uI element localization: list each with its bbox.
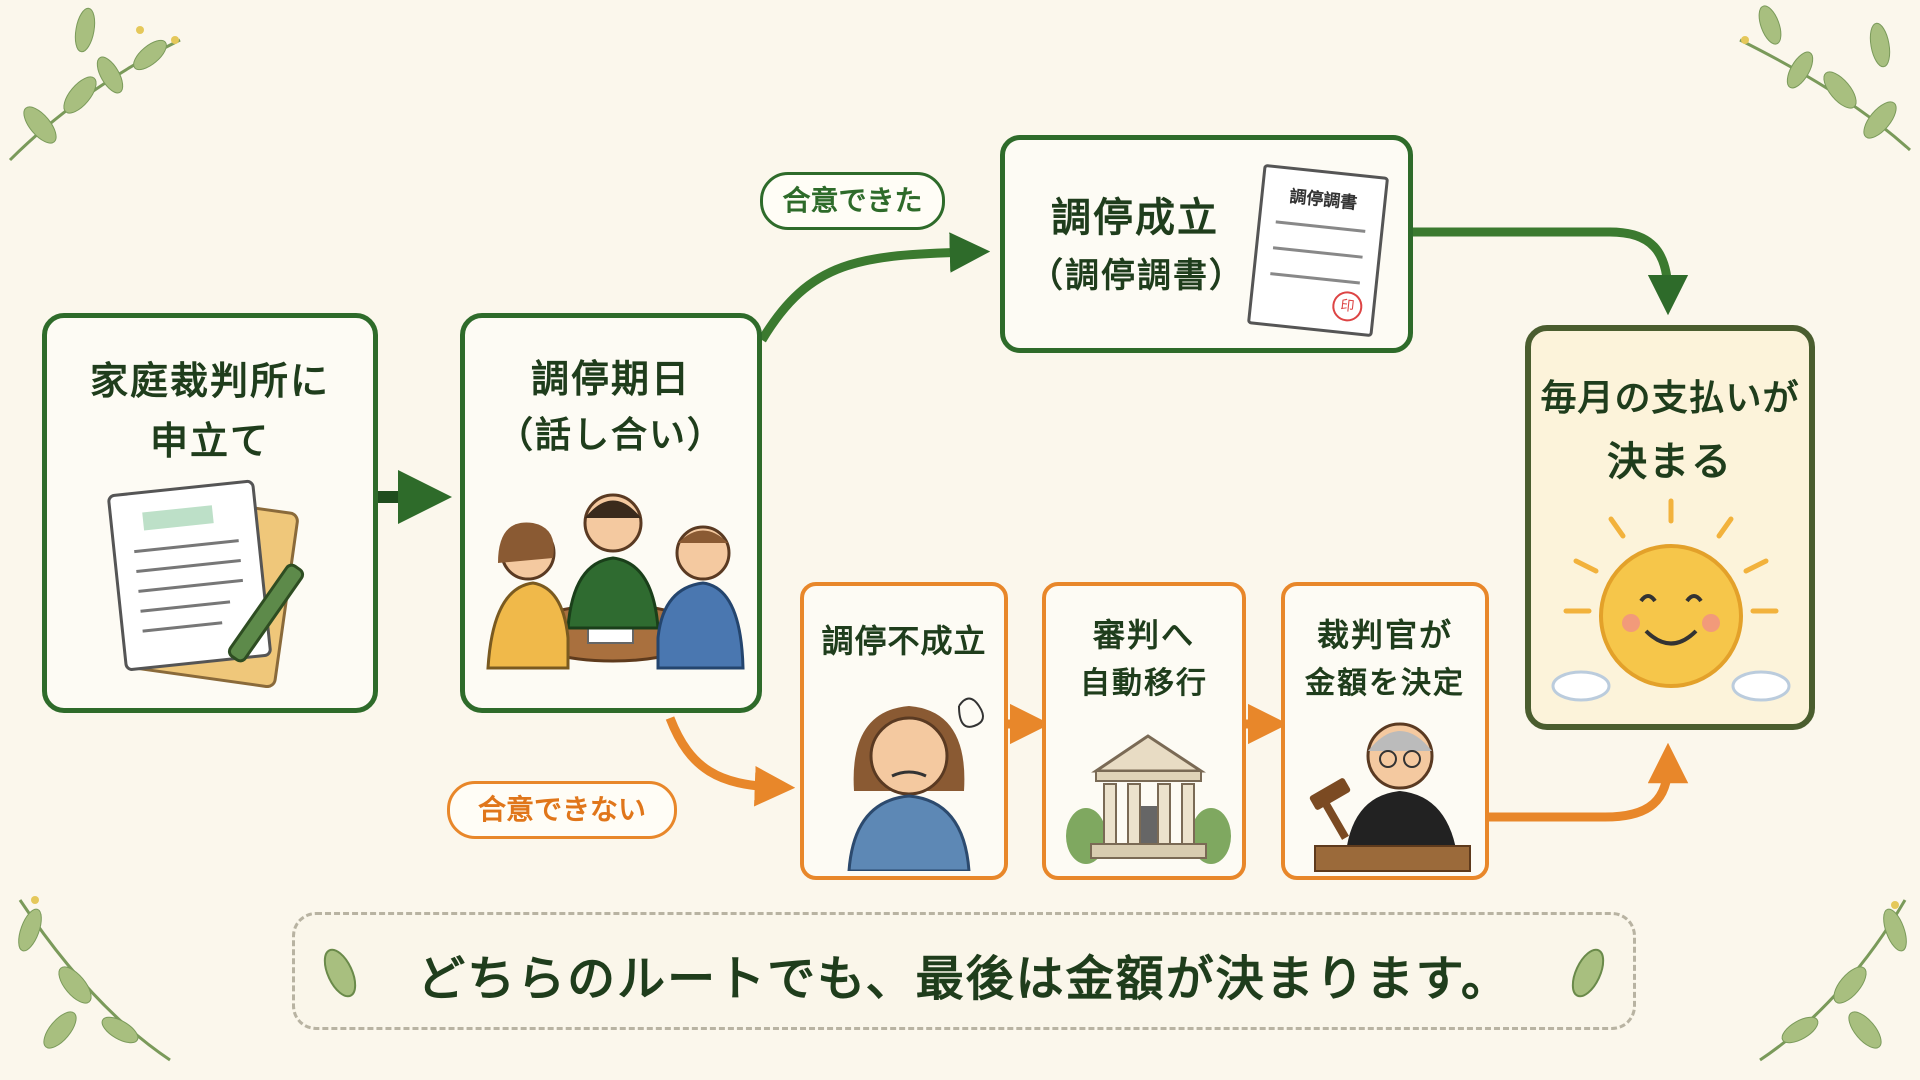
leaf-icon [1571,948,1605,998]
leaf-branch-icon [8,7,181,162]
mediation-document-icon: 調停調書 印 [1246,163,1390,338]
arrow-session-to-failure [665,716,796,807]
judge-gavel-icon [1309,722,1471,872]
arrow-success-to-result [1413,227,1689,316]
result-title-line2: 決まる [1607,439,1733,485]
step-result-card: 毎月の支払いが 決まる [1525,325,1815,730]
leaf-branch-icon [18,896,171,1062]
leaf-branch-icon [1739,5,1912,152]
step-session-card: 調停期日 （話し合い） [460,313,762,713]
judge-title-line2: 金額を決定 [1305,666,1465,701]
arrow-session-to-success [758,232,991,343]
not-agreed-label: 合意できない [447,781,677,839]
petition-title-line2: 申立て [149,419,270,463]
result-title-line1: 毎月の支払いが [1540,378,1800,419]
failure-title: 調停不成立 [821,622,987,660]
judge-title-line1: 裁判官が [1316,616,1453,654]
meeting-people-icon [486,493,745,670]
step-petition-card: 家庭裁判所に 申立て [42,313,378,713]
document-line [1275,220,1366,233]
agreed-label: 合意できた [760,172,945,230]
step-failure-card: 調停不成立 [800,582,1008,880]
document-pen-icon [107,479,305,688]
transition-title-line1: 審判へ [1092,616,1195,654]
leaf-icon [323,948,357,998]
petition-title-line1: 家庭裁判所に [89,359,330,403]
success-title-line1: 調停成立 [1051,195,1219,241]
leaf-branch-icon [1759,899,1907,1062]
worried-person-icon [847,697,984,871]
footer-banner: どちらのルートでも、最後は金額が決まります。 [292,912,1636,1030]
session-title-line1: 調停期日 [530,357,691,401]
transition-title-line2: 自動移行 [1080,666,1208,701]
document-line [1272,246,1363,259]
footer-message: どちらのルートでも、最後は金額が決まります。 [417,951,1511,1007]
success-title-line2: （調停調書） [1029,256,1245,296]
arrow-judge-to-result [1489,742,1689,822]
document-label: 調停調書 [1288,186,1359,214]
courthouse-icon [1066,734,1231,864]
smiling-sun-icon [1551,498,1791,702]
session-title-line2: （話し合い） [496,415,725,456]
seal-stamp: 印 [1330,289,1364,323]
step-success-card: 調停成立 （調停調書） 調停調書 印 [1000,135,1413,353]
document-line [1270,272,1360,285]
step-transition-card: 審判へ 自動移行 [1042,582,1246,880]
step-judge-card: 裁判官が 金額を決定 [1281,582,1489,880]
